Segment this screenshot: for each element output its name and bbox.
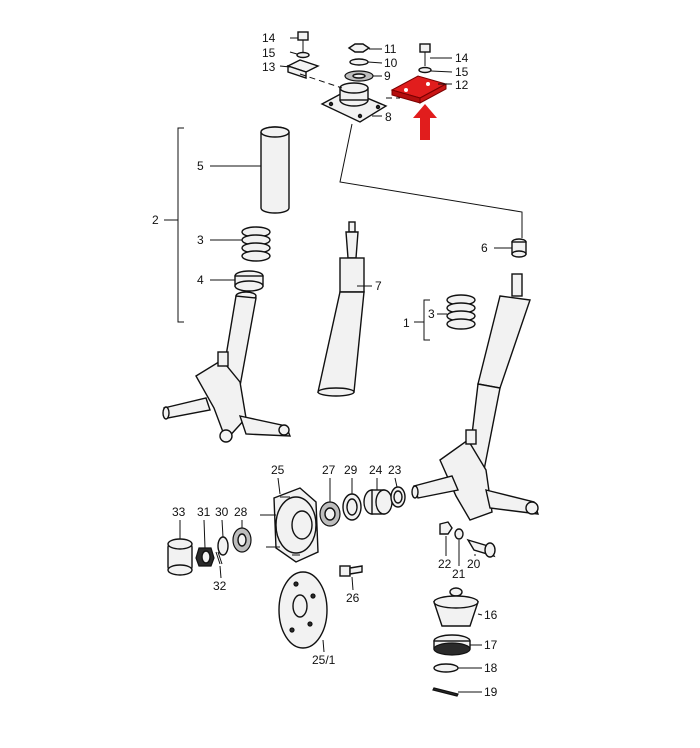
ring-17	[433, 634, 471, 656]
callout-20: 20	[467, 557, 481, 571]
callout-13: 13	[262, 60, 276, 74]
callout-4: 4	[197, 273, 204, 287]
leader-lines	[179, 37, 512, 693]
callout-15-left: 15	[262, 46, 276, 60]
hub-components	[167, 486, 406, 649]
callout-2: 2	[152, 213, 159, 227]
callout-7: 7	[375, 279, 382, 293]
bolt-14-left	[297, 31, 309, 52]
star-washer-18	[433, 663, 459, 673]
callout-23: 23	[388, 463, 402, 477]
callout-32: 32	[213, 579, 227, 593]
seal-24	[363, 489, 393, 515]
washer-15-right	[418, 66, 432, 74]
cotter-pin-32	[215, 551, 223, 565]
pin-19	[432, 687, 459, 697]
bump-stop-3-right	[446, 294, 476, 330]
highlight-arrow	[413, 104, 437, 140]
washer-10	[349, 58, 369, 66]
callout-3-right: 3	[428, 307, 435, 321]
callout-6: 6	[481, 241, 488, 255]
disc-25-1	[278, 571, 328, 649]
spring-seat-4	[234, 270, 264, 292]
callout-17: 17	[484, 638, 498, 652]
callout-16: 16	[484, 608, 498, 622]
dust-cap-33	[167, 538, 193, 576]
callout-26: 26	[346, 591, 360, 605]
callout-3-left: 3	[197, 233, 204, 247]
callout-1: 1	[403, 316, 410, 330]
callout-29: 29	[344, 463, 358, 477]
strut-mount-8	[320, 82, 388, 123]
highlighted-plate-12	[390, 75, 448, 104]
bolt-14-right	[419, 43, 431, 66]
nut-11	[347, 43, 371, 53]
cap-6	[511, 238, 527, 258]
callout-9: 9	[384, 69, 391, 83]
nut-22	[439, 521, 453, 535]
washer-15-left	[296, 51, 310, 59]
hub-25	[260, 487, 319, 563]
washer-21	[454, 528, 464, 540]
callout-25: 25	[271, 463, 285, 477]
callout-14-right: 14	[455, 51, 469, 65]
callout-15-right: 15	[455, 65, 469, 79]
callout-labels: 14 15 13 11 10 9 8 14 15 12 5 2 3 4 7 6 …	[152, 31, 498, 699]
bushing-20	[466, 538, 496, 558]
callout-10: 10	[384, 56, 398, 70]
callout-27: 27	[322, 463, 336, 477]
callout-14-left: 14	[262, 31, 276, 45]
callout-21: 21	[452, 567, 466, 581]
boot-5	[260, 126, 290, 214]
upper-mount-group	[286, 31, 523, 238]
callout-33: 33	[172, 505, 186, 519]
callout-31: 31	[197, 505, 211, 519]
strut-body-left	[162, 291, 292, 443]
bolt-26	[339, 565, 363, 577]
left-strut-assembly	[162, 126, 292, 443]
callout-22: 22	[438, 557, 452, 571]
callout-25-1: 25/1	[312, 653, 336, 667]
ball-joint-16	[433, 587, 479, 627]
callout-24: 24	[369, 463, 383, 477]
callout-5: 5	[197, 159, 204, 173]
shock-insert-7	[317, 221, 365, 397]
lower-right-parts	[432, 521, 496, 697]
callout-12: 12	[455, 78, 469, 92]
callout-28: 28	[234, 505, 248, 519]
callout-11: 11	[384, 42, 397, 56]
callout-8: 8	[385, 110, 392, 124]
bump-stop-3-left	[241, 226, 271, 262]
callout-18: 18	[484, 661, 498, 675]
callout-19: 19	[484, 685, 498, 699]
callout-30: 30	[215, 505, 229, 519]
right-strut-assembly	[411, 238, 540, 521]
washer-30	[217, 536, 229, 556]
